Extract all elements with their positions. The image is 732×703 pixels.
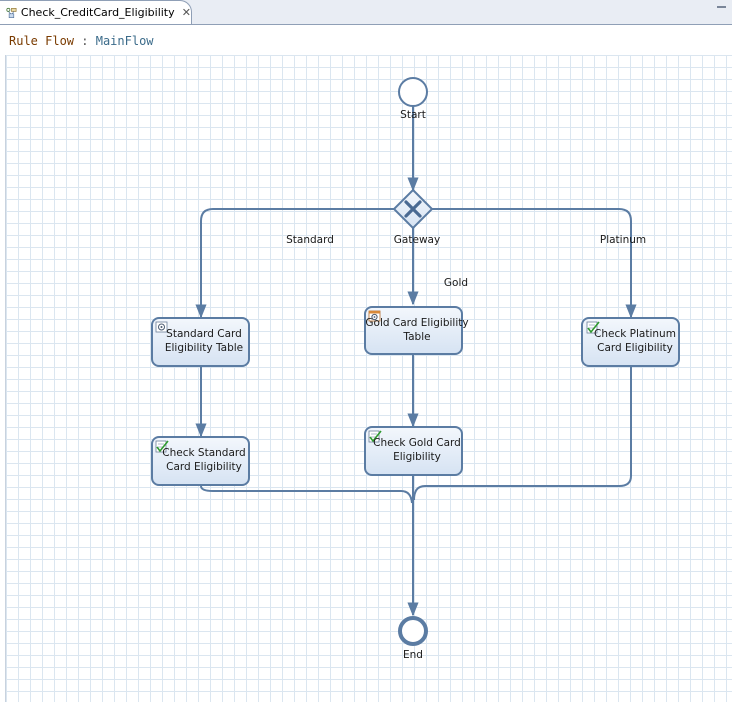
edge-label-gold: Gold	[444, 277, 468, 289]
edge-standard-check-end[interactable]	[200, 485, 413, 504]
task-label-line2: Eligibility Table	[165, 342, 243, 354]
gateway-node[interactable]	[392, 188, 434, 230]
edge-gateway-standard[interactable]	[195, 208, 395, 319]
rule-flow-keyword: Rule Flow	[9, 34, 75, 48]
task-check-gold-card-eligibility[interactable]: Check Gold Card Eligibility	[364, 426, 463, 476]
end-label: End	[403, 649, 423, 661]
exclusive-gateway-x-icon	[404, 200, 422, 218]
edge-gateway-platinum[interactable]	[431, 208, 637, 319]
decision-table-icon	[155, 321, 168, 333]
task-label-line2: Card Eligibility	[166, 461, 242, 473]
rule-flow-diagram: Start Gateway Standard Gold Platinum Sta…	[151, 77, 680, 661]
rule-flow-title: Rule Flow : MainFlow	[9, 34, 154, 48]
tab-check-creditcard-eligibility[interactable]: Check_CreditCard_Eligibility ✕	[0, 0, 192, 24]
rule-flow-separator: :	[81, 34, 89, 48]
rule-task-icon	[368, 430, 382, 443]
task-label-line2: Eligibility	[393, 451, 441, 463]
edge-label-standard: Standard	[286, 234, 334, 246]
task-label-line1: Gold Card Eligibility	[365, 317, 468, 329]
rule-task-icon	[155, 440, 169, 453]
task-label-line1: Check Gold Card	[373, 437, 461, 449]
task-label-line2: Table	[402, 331, 430, 343]
diagram-canvas[interactable]: Start Gateway Standard Gold Platinum Sta…	[5, 55, 732, 702]
task-label-line1: Check Standard	[162, 447, 245, 459]
tab-label: Check_CreditCard_Eligibility	[20, 6, 175, 19]
rule-flow-header: Rule Flow : MainFlow	[0, 25, 732, 55]
task-label-line1: Standard Card	[166, 328, 242, 340]
start-label: Start	[400, 109, 426, 121]
task-check-standard-card-eligibility[interactable]: Check Standard Card Eligibility	[151, 436, 250, 486]
edge-label-platinum: Platinum	[600, 234, 646, 246]
close-icon[interactable]: ✕	[181, 5, 191, 19]
edge-platinum-check-end[interactable]	[413, 367, 632, 501]
rule-task-icon	[586, 321, 600, 334]
start-node[interactable]	[398, 77, 428, 107]
gateway-label: Gateway	[394, 234, 440, 246]
end-node[interactable]	[398, 616, 428, 646]
editor-tab-bar: Check_CreditCard_Eligibility ✕	[0, 0, 732, 25]
rule-flow-name: MainFlow	[95, 34, 154, 48]
rule-flow-icon	[6, 7, 17, 18]
task-standard-card-eligibility-table[interactable]: Standard Card Eligibility Table	[151, 317, 250, 367]
task-label-line1: Check Platinum	[594, 328, 676, 340]
task-label-line2: Card Eligibility	[597, 342, 673, 354]
minimize-icon[interactable]	[716, 4, 728, 14]
task-gold-card-eligibility-table[interactable]: Gold Card Eligibility Table	[364, 306, 469, 355]
task-check-platinum-card-eligibility[interactable]: Check Platinum Card Eligibility	[581, 317, 680, 367]
decision-table-icon	[368, 310, 381, 322]
